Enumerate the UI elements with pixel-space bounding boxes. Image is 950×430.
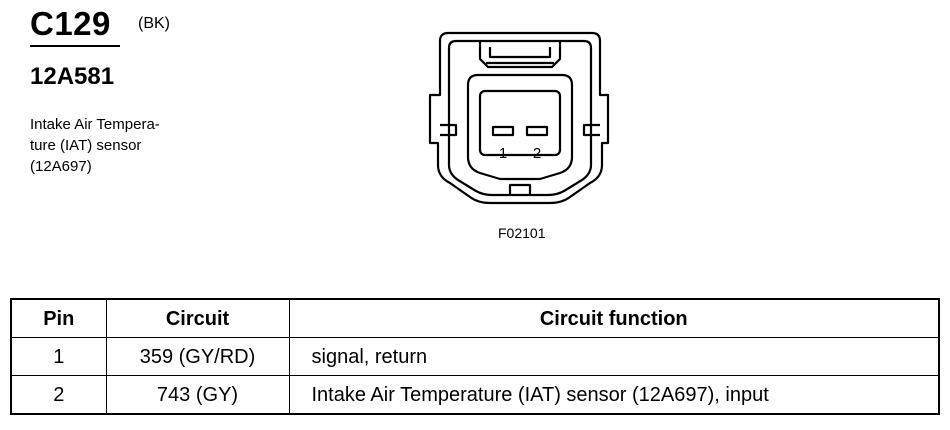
terminal-cavity: [478, 89, 562, 157]
connector-face-diagram: 1 2: [428, 31, 610, 205]
description-line: Intake Air Tempera-: [30, 116, 160, 133]
column-header-pin: Pin: [10, 298, 107, 338]
connector-id-underline: [30, 45, 120, 47]
function-cell: Intake Air Temperature (IAT) sensor (12A…: [288, 375, 940, 415]
pin-number-label: 2: [533, 145, 541, 162]
component-description: Intake Air Tempera- ture (IAT) sensor (1…: [30, 114, 160, 177]
left-key-slot: [440, 123, 458, 137]
connector-housing-inner-outline: [447, 39, 593, 197]
table-header-row: Pin Circuit Circuit function: [10, 298, 940, 338]
table-row: 2 743 (GY) Intake Air Temperature (IAT) …: [10, 375, 940, 415]
bottom-key: [508, 183, 532, 195]
table-row: 1 359 (GY/RD) signal, return: [10, 337, 940, 376]
right-key-slot: [582, 123, 600, 137]
description-line: ture (IAT) sensor: [30, 137, 142, 154]
column-header-circuit: Circuit: [105, 298, 290, 338]
pin-cell: 2: [10, 375, 107, 415]
locking-tab: [478, 41, 562, 69]
pin-2-terminal: [525, 125, 549, 137]
pinout-table: Pin Circuit Circuit function 1 359 (GY/R…: [10, 298, 940, 415]
pin-1-terminal: [491, 125, 515, 137]
figure-code: F02101: [498, 225, 546, 241]
circuit-cell: 359 (GY/RD): [105, 337, 290, 376]
pin-number-label: 1: [499, 145, 507, 162]
circuit-cell: 743 (GY): [105, 375, 290, 415]
connector-part-number: 12A581: [30, 63, 115, 90]
column-header-function: Circuit function: [288, 298, 940, 338]
connector-id: C129: [30, 5, 111, 42]
pin-cell: 1: [10, 337, 107, 376]
description-line: (12A697): [30, 158, 92, 175]
locking-tab-inner: [488, 47, 552, 59]
function-cell: signal, return: [288, 337, 940, 376]
connector-color-code: (BK): [138, 15, 170, 32]
connector-housing-outline: [428, 31, 610, 205]
terminal-cavity-outer: [466, 73, 574, 181]
